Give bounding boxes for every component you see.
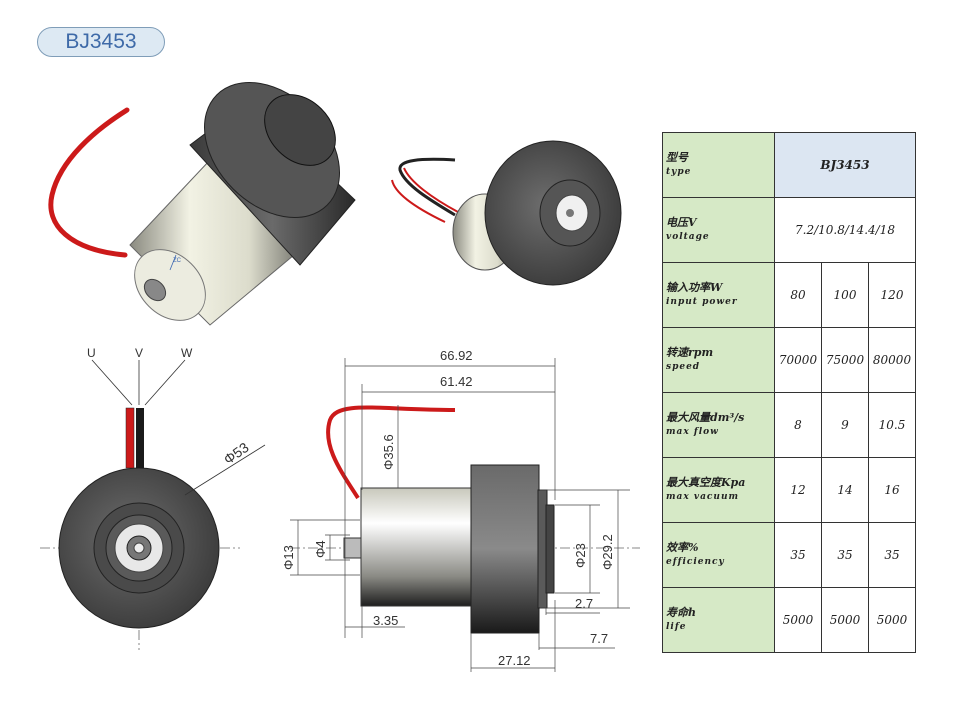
spec-label-cn: 电压V	[666, 216, 697, 229]
spec-label-cn: 转速rpm	[666, 346, 714, 359]
spec-label-cn: 最大真空度Kpa	[666, 476, 746, 489]
spec-value: 5000	[821, 587, 869, 653]
spec-label-en: max vacuum	[666, 492, 740, 502]
spec-value: 75000	[821, 327, 869, 393]
model-badge: BJ3453	[37, 27, 165, 57]
spec-row-speed: 转速rpm speed 70000 75000 80000	[662, 327, 916, 393]
dim-2-7: 2.7	[575, 596, 593, 611]
spec-value: 35	[821, 522, 869, 588]
spec-value: 16	[868, 457, 916, 523]
spec-label-cn: 效率%	[666, 541, 699, 554]
isometric-view-left: ZC	[48, 82, 356, 326]
spec-label-en: life	[666, 622, 687, 632]
axis-label-zc: ZC	[173, 258, 182, 264]
spec-row-voltage: 电压V voltage 7.2/10.8/14.4/18	[662, 197, 916, 263]
spec-label-en: voltage	[666, 232, 710, 242]
spec-row-efficiency: 效率% efficiency 35 35 35	[662, 522, 916, 588]
spec-label-cn: 最大风量dm³/s	[666, 411, 745, 424]
spec-value: 14	[821, 457, 869, 523]
dim-d23: Φ23	[573, 543, 588, 568]
spec-value: 5000	[868, 587, 916, 653]
spec-value: 120	[868, 262, 916, 328]
wire-label-u: U	[87, 346, 96, 360]
spec-value: 35	[774, 522, 822, 588]
front-view: U V W Φ53	[40, 346, 266, 650]
spec-row-input-power: 输入功率W input power 80 100 120	[662, 262, 916, 328]
spec-value: 9	[821, 392, 869, 458]
spec-row-type: 型号 type BJ3453	[662, 132, 916, 198]
spec-label-en: input power	[666, 297, 738, 307]
spec-label-en: type	[666, 167, 692, 177]
dim-7-7: 7.7	[590, 631, 608, 646]
wire-red-icon	[48, 107, 130, 258]
spec-value: 35	[868, 522, 916, 588]
dim-d13: Φ13	[281, 545, 296, 570]
spec-label-cn: 寿命h	[666, 606, 696, 619]
spec-value: BJ3453	[774, 132, 916, 198]
dim-66-92: 66.92	[440, 348, 473, 363]
dim-61-42: 61.42	[440, 374, 473, 389]
spec-value: 100	[821, 262, 869, 328]
spec-table: 型号 type BJ3453 电压V voltage 7.2/10.8/14.4/1…	[662, 132, 916, 653]
dim-d35-6: Φ35.6	[381, 434, 396, 470]
spec-row-max-flow: 最大风量dm³/s max flow 8 9 10.5	[662, 392, 916, 458]
dim-3-35: 3.35	[373, 613, 398, 628]
isometric-view-right	[391, 140, 622, 286]
spec-label-en: max flow	[666, 427, 719, 437]
spec-label-cn: 输入功率W	[666, 281, 723, 294]
spec-row-max-vacuum: 最大真空度Kpa max vacuum 12 14 16	[662, 457, 916, 523]
spec-value: 70000	[774, 327, 822, 393]
spec-value: 8	[774, 392, 822, 458]
wire-label-w: W	[181, 346, 193, 360]
dim-27-12: 27.12	[498, 653, 531, 668]
wire-label-v: V	[135, 346, 143, 360]
spec-label-en: speed	[666, 362, 701, 372]
spec-label-en: efficiency	[666, 557, 725, 567]
spec-row-life: 寿命h life 5000 5000 5000	[662, 587, 916, 653]
spec-value: 12	[774, 457, 822, 523]
spec-value: 5000	[774, 587, 822, 653]
spec-label-cn: 型号	[666, 151, 688, 164]
dim-d29-2: Φ29.2	[600, 534, 615, 570]
spec-value: 7.2/10.8/14.4/18	[774, 197, 916, 263]
technical-drawing: ZC U V W Φ53	[40, 82, 640, 672]
side-view: 66.92 61.42 Φ35.6 Φ13 Φ4 Φ23 Φ29.2 2.7 3…	[281, 348, 640, 672]
dim-d4: Φ4	[313, 540, 328, 558]
spec-value: 80	[774, 262, 822, 328]
spec-value: 80000	[868, 327, 916, 393]
spec-value: 10.5	[868, 392, 916, 458]
